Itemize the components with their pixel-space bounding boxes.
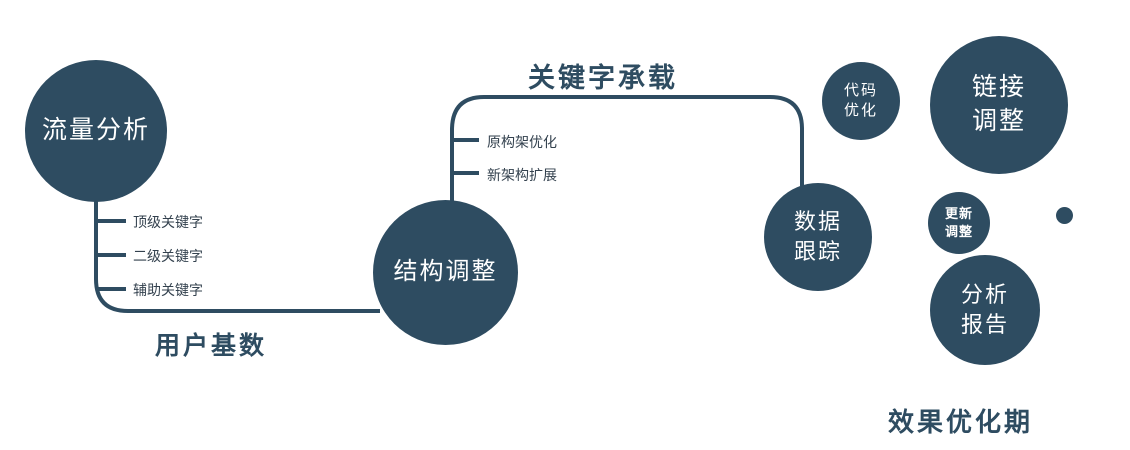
branch-second-keywords: 二级关键字 bbox=[133, 248, 203, 264]
node-analysis-report-line1: 分析 bbox=[960, 282, 1009, 308]
branch-arch-optimize: 原构架优化 bbox=[487, 134, 557, 150]
node-code-optimize: 代码 优化 bbox=[822, 62, 900, 140]
node-structure-adjust: 结构调整 bbox=[373, 200, 518, 345]
edge-label-keyword-bearing: 关键字承载 bbox=[528, 63, 678, 93]
dot-marker bbox=[1056, 207, 1073, 224]
edge-label-user-base: 用户基数 bbox=[155, 332, 268, 360]
node-data-tracking: 数据 跟踪 bbox=[764, 183, 872, 291]
branch-arch-expand: 新架构扩展 bbox=[487, 167, 557, 183]
node-data-tracking-line2: 跟踪 bbox=[793, 239, 842, 264]
node-analysis-report-line2: 报告 bbox=[960, 312, 1009, 337]
node-update-adjust-line1: 更新 bbox=[944, 206, 973, 222]
node-traffic-analysis: 流量分析 bbox=[25, 60, 167, 202]
node-link-adjust-line1: 链接 bbox=[971, 73, 1026, 102]
branch-top-keywords: 顶级关键字 bbox=[133, 214, 203, 230]
node-structure-adjust-label: 结构调整 bbox=[393, 258, 498, 286]
node-update-adjust: 更新 调整 bbox=[928, 192, 990, 254]
node-update-adjust-line2: 调整 bbox=[944, 224, 973, 239]
node-traffic-analysis-label: 流量分析 bbox=[41, 116, 150, 145]
node-code-optimize-line1: 代码 bbox=[843, 81, 878, 99]
node-link-adjust-line2: 调整 bbox=[971, 107, 1026, 135]
node-data-tracking-line1: 数据 bbox=[793, 209, 842, 235]
edge-structure-to-data bbox=[450, 95, 804, 207]
node-analysis-report: 分析 报告 bbox=[930, 255, 1040, 365]
node-link-adjust: 链接 调整 bbox=[930, 36, 1068, 174]
node-code-optimize-line2: 优化 bbox=[843, 102, 878, 119]
branch-aux-keywords: 辅助关键字 bbox=[133, 282, 203, 298]
footer-label-effect-optimization: 效果优化期 bbox=[888, 407, 1034, 437]
